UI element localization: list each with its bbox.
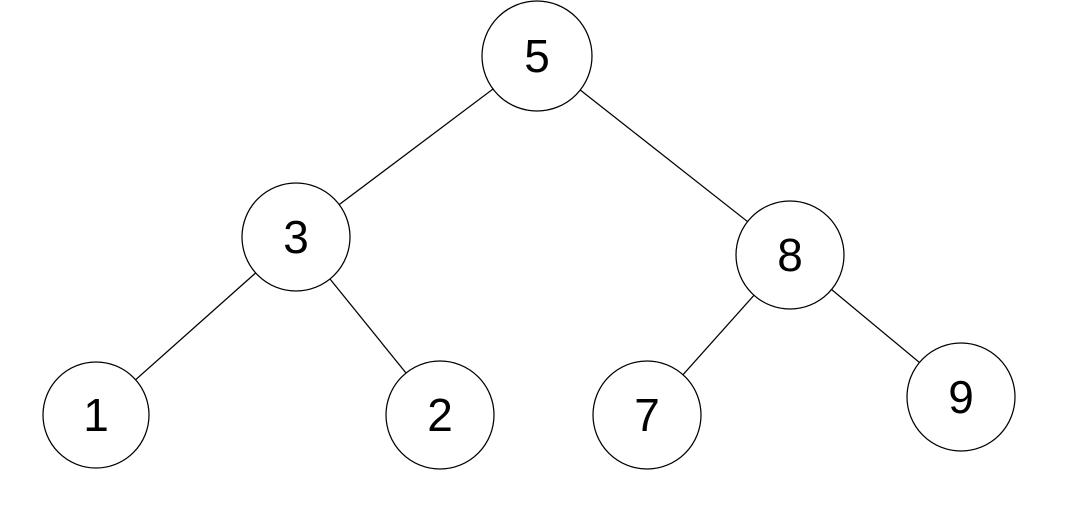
- tree-node-8: 8: [735, 200, 845, 310]
- node-circle: [906, 342, 1016, 452]
- tree-node-9: 9: [906, 342, 1016, 452]
- tree-node-1: 1: [42, 361, 150, 469]
- node-label: 3: [283, 211, 309, 263]
- node-label: 2: [427, 389, 453, 441]
- node-label: 5: [524, 30, 550, 82]
- tree-node-7: 7: [592, 360, 702, 470]
- node-circle: [42, 361, 150, 469]
- node-circle: [735, 200, 845, 310]
- node-label: 7: [634, 389, 660, 441]
- node-label: 8: [777, 229, 803, 281]
- node-label: 1: [83, 389, 109, 441]
- tree-node-2: 2: [385, 360, 495, 470]
- node-circle: [241, 182, 351, 292]
- node-circle: [592, 360, 702, 470]
- tree-node-5: 5: [481, 0, 593, 112]
- tree-node-3: 3: [241, 182, 351, 292]
- node-circle: [481, 0, 593, 112]
- node-label: 9: [948, 371, 974, 423]
- node-circle: [385, 360, 495, 470]
